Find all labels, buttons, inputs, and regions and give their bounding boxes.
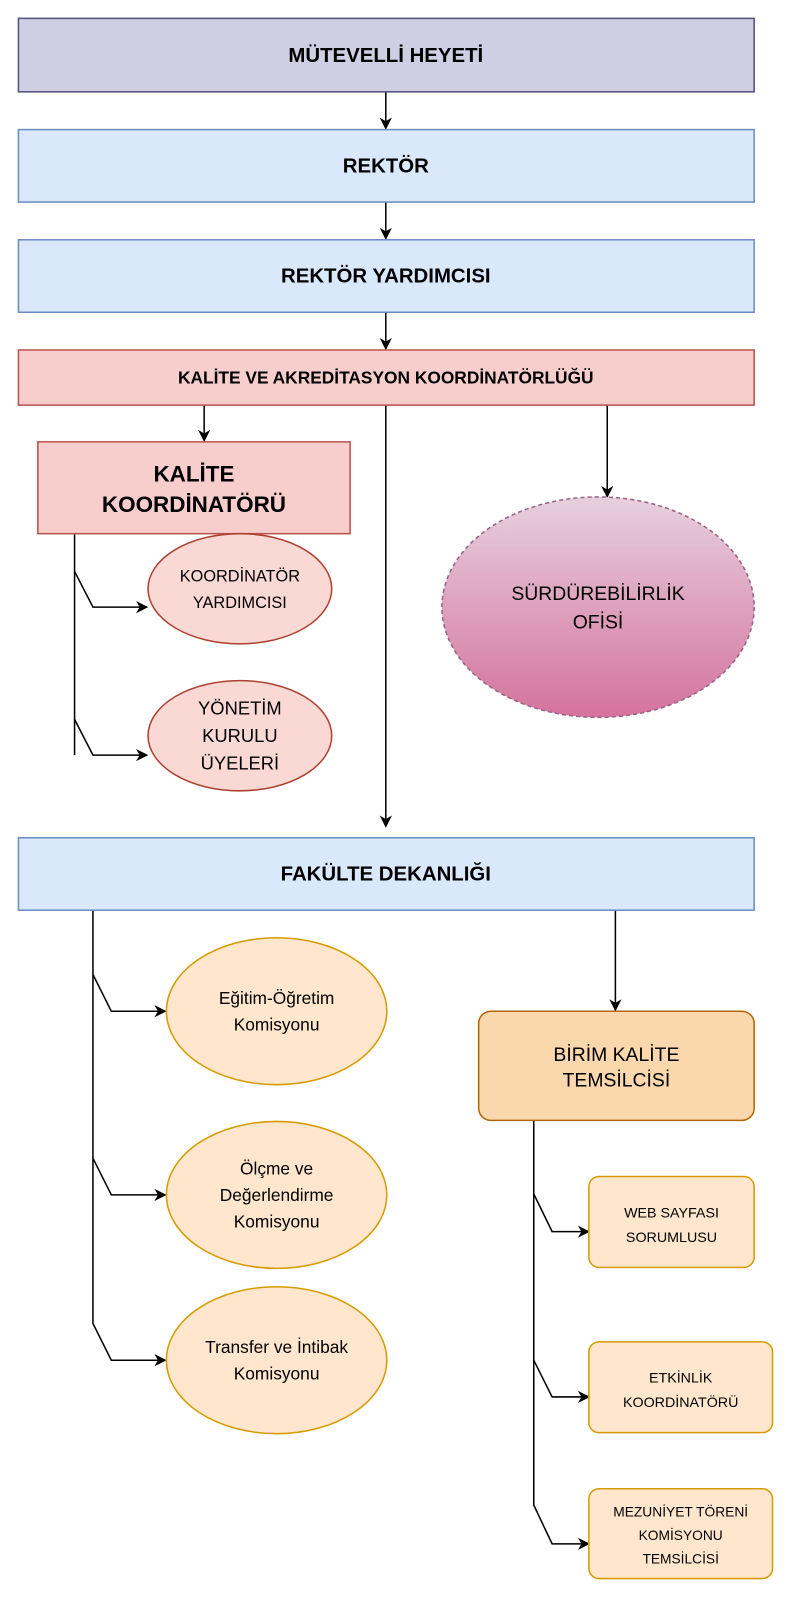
node-label: MEZUNİYET TÖRENİ xyxy=(613,1502,748,1519)
connectors xyxy=(73,91,622,1550)
node-label: KALİTE VE AKREDİTASYON KOORDİNATÖRLÜĞÜ xyxy=(178,368,594,388)
arrow xyxy=(73,571,149,614)
node-label: KOORDİNATÖR xyxy=(180,567,300,586)
node-surdurebilirlik-ofisi[interactable]: SÜRDÜREBİLİRLİK OFİSİ xyxy=(441,496,755,719)
node-etkinlik-koordinatoru[interactable]: ETKİNLİK KOORDİNATÖRÜ xyxy=(588,1341,774,1434)
arrow xyxy=(92,1157,167,1202)
node-label: TEMSİLCİSİ xyxy=(563,1069,671,1092)
node-label: OFİSİ xyxy=(573,611,624,634)
node-label: KOMİSYONU xyxy=(639,1526,723,1543)
node-label: BİRİM KALİTE xyxy=(553,1043,679,1066)
node-label: SÜRDÜREBİLİRLİK xyxy=(511,582,684,605)
node-mezuniyet-toreni[interactable]: MEZUNİYET TÖRENİ KOMİSYONU TEMSİLCİSİ xyxy=(588,1488,774,1580)
node-label: Değerlendirme xyxy=(220,1185,334,1205)
arrow xyxy=(532,1120,591,1550)
node-mutevelli[interactable]: MÜTEVELLİ HEYETİ xyxy=(17,17,755,93)
node-rektor-yardimcisi[interactable]: REKTÖR YARDIMCISI xyxy=(17,239,755,314)
arrow xyxy=(92,910,167,1367)
node-kalite-koordinatoru[interactable]: KALİTE KOORDİNATÖRÜ xyxy=(37,441,351,535)
arrow xyxy=(92,974,167,1018)
node-birim-kalite-temsilcisi[interactable]: BİRİM KALİTE TEMSİLCİSİ xyxy=(477,1010,755,1122)
node-label: Transfer ve İntibak xyxy=(205,1337,348,1357)
node-label: ETKİNLİK xyxy=(649,1369,713,1387)
node-label: YARDIMCISI xyxy=(193,594,287,612)
node-rektor[interactable]: REKTÖR xyxy=(17,128,755,203)
node-label: KURULU xyxy=(202,725,277,746)
node-label: Komisyonu xyxy=(234,1364,320,1384)
arrow xyxy=(533,1193,591,1238)
node-label: KOORDİNATÖRÜ xyxy=(623,1393,738,1411)
node-label: ÜYELERİ xyxy=(201,752,280,773)
node-label: SORUMLUSU xyxy=(626,1230,717,1246)
arrow xyxy=(73,719,149,762)
node-olcme-degerlendirme[interactable]: Ölçme ve Değerlendirme Komisyonu xyxy=(165,1120,388,1270)
node-label: REKTÖR xyxy=(343,154,429,177)
node-egitim-ogretim[interactable]: Eğitim-Öğretim Komisyonu xyxy=(165,936,388,1086)
node-label: REKTÖR YARDIMCISI xyxy=(281,265,491,288)
node-label: YÖNETİM xyxy=(198,697,282,718)
node-yonetim-kurulu[interactable]: YÖNETİM KURULU ÜYELERİ xyxy=(147,679,333,792)
node-label: Komisyonu xyxy=(234,1212,320,1232)
node-kalite-akreditasyon[interactable]: KALİTE VE AKREDİTASYON KOORDİNATÖRLÜĞÜ xyxy=(17,349,755,406)
node-label: TEMSİLCİSİ xyxy=(642,1549,718,1566)
node-transfer-intibak[interactable]: Transfer ve İntibak Komisyonu xyxy=(165,1285,388,1435)
node-label: Eğitim-Öğretim xyxy=(219,988,335,1008)
node-label: Komisyonu xyxy=(234,1015,320,1035)
node-koordinator-yardimcisi[interactable]: KOORDİNATÖR YARDIMCISI xyxy=(147,532,333,645)
node-label: MÜTEVELLİ HEYETİ xyxy=(288,44,483,67)
node-fakulte-dekanligi[interactable]: FAKÜLTE DEKANLIĞI xyxy=(17,836,755,911)
node-label: KOORDİNATÖRÜ xyxy=(102,492,286,517)
node-web-sayfasi[interactable]: WEB SAYFASI SORUMLUSU xyxy=(588,1175,755,1269)
node-label: Ölçme ve xyxy=(240,1158,313,1178)
node-label: WEB SAYFASI xyxy=(624,1205,719,1221)
node-label: FAKÜLTE DEKANLIĞI xyxy=(281,862,491,886)
node-label: KALİTE xyxy=(153,462,234,487)
arrow xyxy=(533,1359,591,1404)
